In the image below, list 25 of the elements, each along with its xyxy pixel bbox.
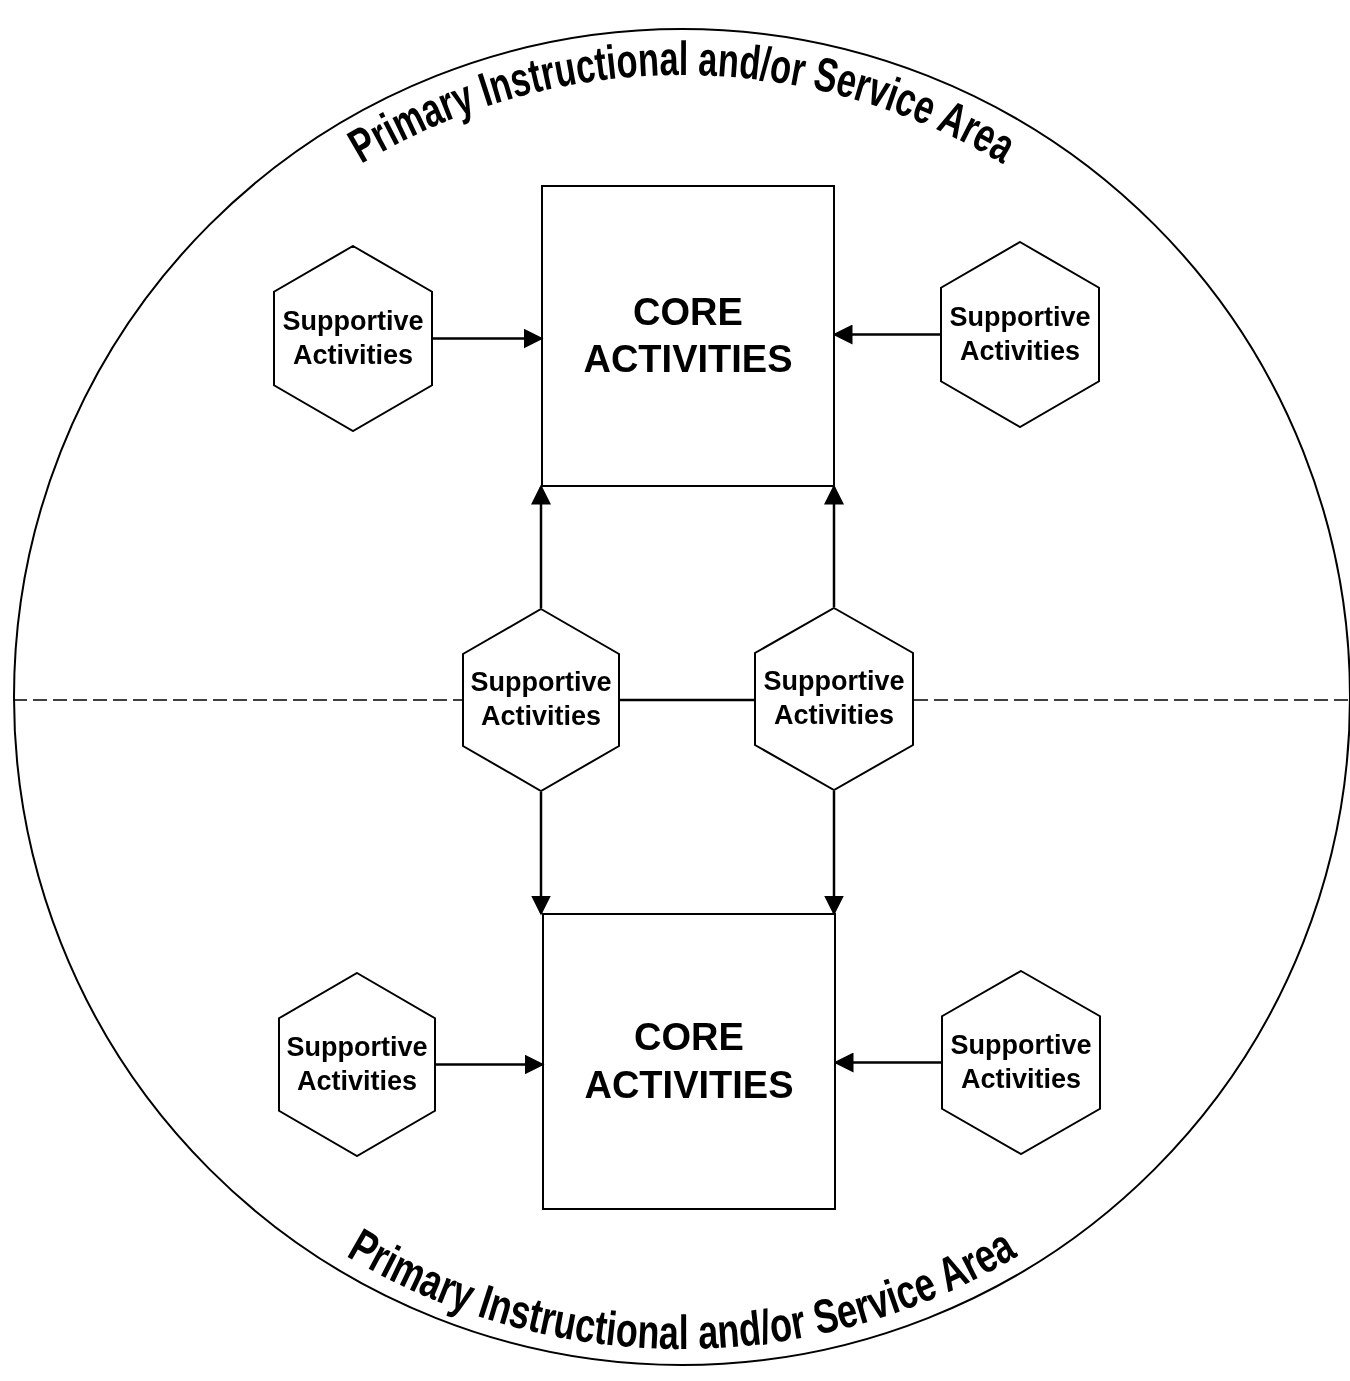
- support-hexagon: [940, 241, 1100, 428]
- hexagon-label: Supportive Activities: [948, 300, 1092, 368]
- arrow: [832, 324, 940, 345]
- core-label: CORE ACTIVITIES: [582, 289, 794, 382]
- arrow: [433, 328, 544, 349]
- hexagon-label: Supportive Activities: [285, 1030, 429, 1098]
- hexagon-label: Supportive Activities: [281, 304, 425, 372]
- core-box: [542, 913, 836, 1210]
- support-hexagon: [941, 970, 1101, 1155]
- hexagon-label: Supportive Activities: [469, 666, 613, 733]
- core-box: [541, 185, 835, 487]
- hexagon-label: Supportive Activities: [949, 1028, 1093, 1096]
- support-hexagon: [462, 608, 620, 792]
- arrow: [531, 792, 551, 916]
- arrow: [531, 484, 551, 608]
- connector-line: [620, 698, 754, 702]
- core-label: CORE ACTIVITIES: [583, 1015, 795, 1108]
- arrow: [824, 484, 844, 607]
- arrow: [436, 1054, 545, 1075]
- support-hexagon: [278, 972, 436, 1157]
- arrow: [824, 791, 844, 916]
- arrow: [833, 1052, 941, 1073]
- hexagon-label: Supportive Activities: [762, 665, 906, 732]
- support-hexagon: [273, 245, 433, 432]
- support-hexagon: [754, 607, 914, 791]
